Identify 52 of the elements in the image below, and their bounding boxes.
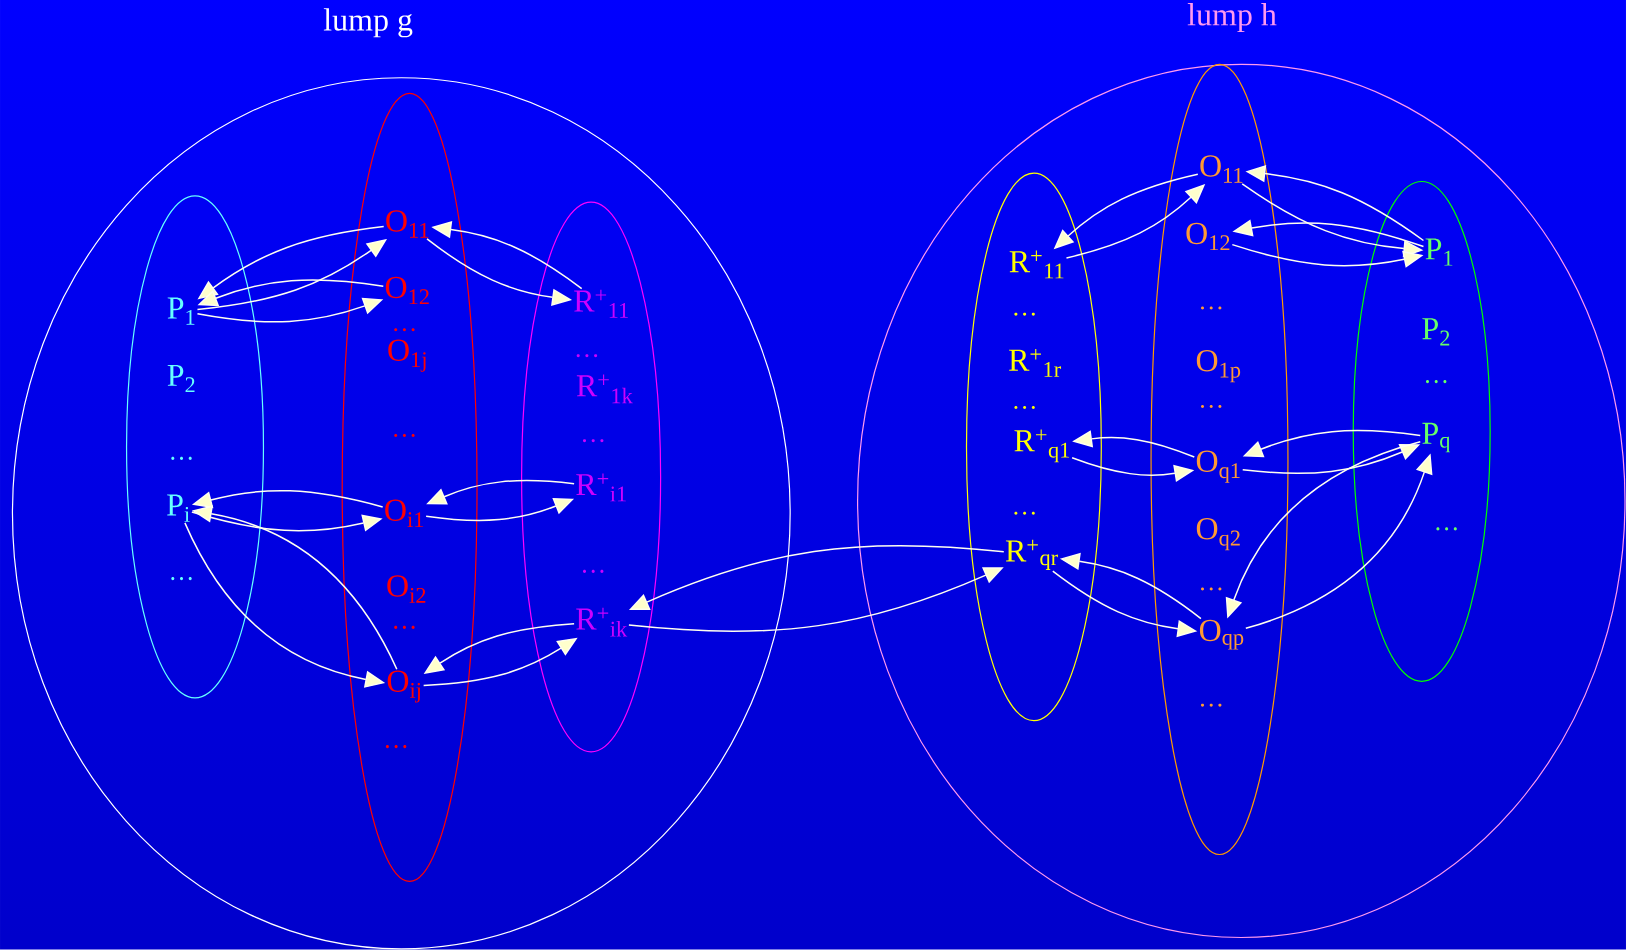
element-label: P$_{q}$ (1422, 422, 1451, 453)
element-label: O$_{12}$ (1186, 222, 1230, 251)
ellipsis-label: … (171, 456, 192, 460)
group-ellipse (125, 195, 265, 699)
element-label: P$_{1}$ (167, 297, 195, 325)
ellipsis-label: … (1200, 306, 1222, 310)
ellipsis-label: … (385, 745, 407, 749)
element-label: O$_{qp}$ (1199, 619, 1244, 650)
ellipsis-label: … (1200, 587, 1222, 591)
ellipsis-label: … (171, 577, 192, 581)
element-label: R$^{+}$11 (1009, 250, 1064, 279)
ellipsis-label: … (1200, 404, 1222, 409)
group-ellipse (521, 201, 662, 753)
element-label: P$_{1}$ (1425, 238, 1453, 266)
element-label: P$_{2}$ (167, 364, 195, 393)
element-label: O$_{1j}$ (388, 339, 426, 372)
element-label: O$_{11}$ (1200, 155, 1243, 183)
group-ellipse (965, 172, 1102, 722)
element-label: O$_{12}$ (385, 276, 429, 305)
element-label: O$_{1p}$ (1196, 350, 1241, 383)
element-label: R$^{+}$q1 (1014, 429, 1070, 463)
ellipsis-label: … (1014, 312, 1035, 316)
element-label: R$^{+}$i1 (576, 473, 626, 502)
ellipsis-label: … (394, 328, 415, 332)
element-label: O$_{i1}$ (385, 499, 424, 527)
group-ellipse (341, 92, 478, 883)
ellipsis-label: … (1014, 511, 1035, 515)
element-label: R$^{+}$11 (574, 289, 628, 318)
element-label: R$^{+}$1k (576, 374, 633, 404)
ellipsis-label: … (394, 433, 415, 438)
element-label: O$_{q2}$ (1196, 518, 1240, 551)
group-ellipse (1352, 180, 1491, 682)
ellipsis-label: … (1425, 380, 1447, 384)
ellipsis-label: … (1200, 703, 1222, 707)
ellipsis-label: … (582, 439, 604, 443)
ellipsis-label: … (576, 354, 598, 358)
element-label: O$_{q1}$ (1196, 450, 1240, 483)
element-label: O$_{i2}$ (387, 575, 426, 603)
element-label: O$_{ij}$ (387, 670, 420, 703)
lump-title: lump g (323, 8, 413, 38)
element-label: R$^{+}$ik (576, 607, 628, 637)
ellipsis-label: … (1014, 405, 1035, 410)
group-ellipse (1150, 63, 1289, 856)
element-label: P$_{2}$ (1422, 318, 1450, 346)
lump-title: lump h (1187, 3, 1277, 33)
element-label: R$^{+}$1r (1009, 348, 1062, 377)
element-label: R$^{+}$$_{qr}$ (1005, 539, 1058, 570)
element-label: O$_{11}$ (386, 210, 429, 238)
ellipsis-label: … (582, 569, 604, 573)
ellipsis-label: … (394, 625, 415, 629)
element-label: P$_{i}$ (167, 494, 190, 522)
ellipsis-label: … (1436, 527, 1457, 531)
